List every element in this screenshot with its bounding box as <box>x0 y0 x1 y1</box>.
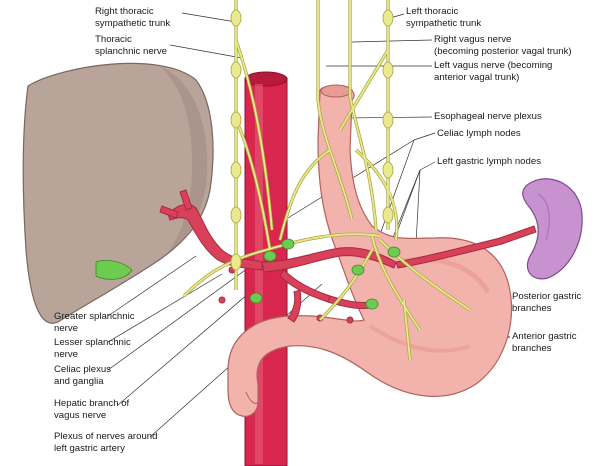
label-esophageal-nerve-plexus: Esophageal nerve plexus <box>434 111 542 123</box>
label-line: Lesser splanchnic <box>54 337 131 348</box>
label-line: nerve <box>54 322 78 334</box>
nerves <box>182 0 471 361</box>
label-anterior-gastric-branches: Anterior gastric branches <box>512 331 577 354</box>
label-line: Celiac plexus <box>54 364 112 375</box>
label-line: Left thoracic <box>406 6 459 17</box>
label-right-thoracic-sympathetic-trunk: Right thoracic sympathetic trunk <box>95 6 170 29</box>
label-line: and ganglia <box>54 375 104 387</box>
label-line: branches <box>512 302 552 314</box>
label-line: Thoracic <box>95 34 132 45</box>
label-posterior-gastric-branches: Posterior gastric branches <box>512 291 581 314</box>
label-left-gastric-lymph-nodes: Left gastric lymph nodes <box>437 156 541 168</box>
label-celiac-lymph-nodes: Celiac lymph nodes <box>437 128 521 140</box>
label-plexus-around-left-gastric-artery: Plexus of nerves around left gastric art… <box>54 431 157 454</box>
label-line: nerve <box>54 348 78 360</box>
label-line: branches <box>512 342 552 354</box>
label-line: sympathetic trunk <box>95 17 171 29</box>
label-line: Anterior gastric <box>512 331 577 342</box>
label-line: Esophageal nerve plexus <box>434 111 542 122</box>
label-right-vagus-nerve: Right vagus nerve (becoming posterior va… <box>434 34 572 57</box>
label-celiac-plexus-and-ganglia: Celiac plexus and ganglia <box>54 364 111 387</box>
lymph-nodes <box>249 238 401 310</box>
label-line: Hepatic branch of <box>54 398 130 409</box>
spleen <box>522 178 583 280</box>
label-line: left gastric artery <box>54 442 125 454</box>
label-line: Right vagus nerve <box>434 34 512 45</box>
label-line: sympathetic trunk <box>406 17 482 29</box>
label-thoracic-splanchnic-nerve: Thoracic splanchnic nerve <box>95 34 167 57</box>
label-line: Left gastric lymph nodes <box>437 156 541 167</box>
label-line: Plexus of nerves around <box>54 431 158 442</box>
label-line: Left vagus nerve (becoming <box>434 60 553 71</box>
label-line: Greater splanchnic <box>54 311 135 322</box>
label-left-thoracic-sympathetic-trunk: Left thoracic sympathetic trunk <box>406 6 481 29</box>
label-line: Celiac lymph nodes <box>437 128 521 139</box>
label-line: Right thoracic <box>95 6 154 17</box>
label-line: (becoming posterior vagal trunk) <box>434 45 572 57</box>
label-line: vagus nerve <box>54 409 107 421</box>
label-line: Posterior gastric <box>512 291 582 302</box>
label-lesser-splanchnic-nerve: Lesser splanchnic nerve <box>54 337 131 360</box>
label-left-vagus-nerve: Left vagus nerve (becoming anterior vaga… <box>434 60 552 83</box>
liver <box>22 62 214 324</box>
label-hepatic-branch-of-vagus: Hepatic branch of vagus nerve <box>54 398 129 421</box>
label-line: anterior vagal trunk) <box>434 71 520 83</box>
label-line: splanchnic nerve <box>95 45 167 57</box>
label-greater-splanchnic-nerve: Greater splanchnic nerve <box>54 311 135 334</box>
